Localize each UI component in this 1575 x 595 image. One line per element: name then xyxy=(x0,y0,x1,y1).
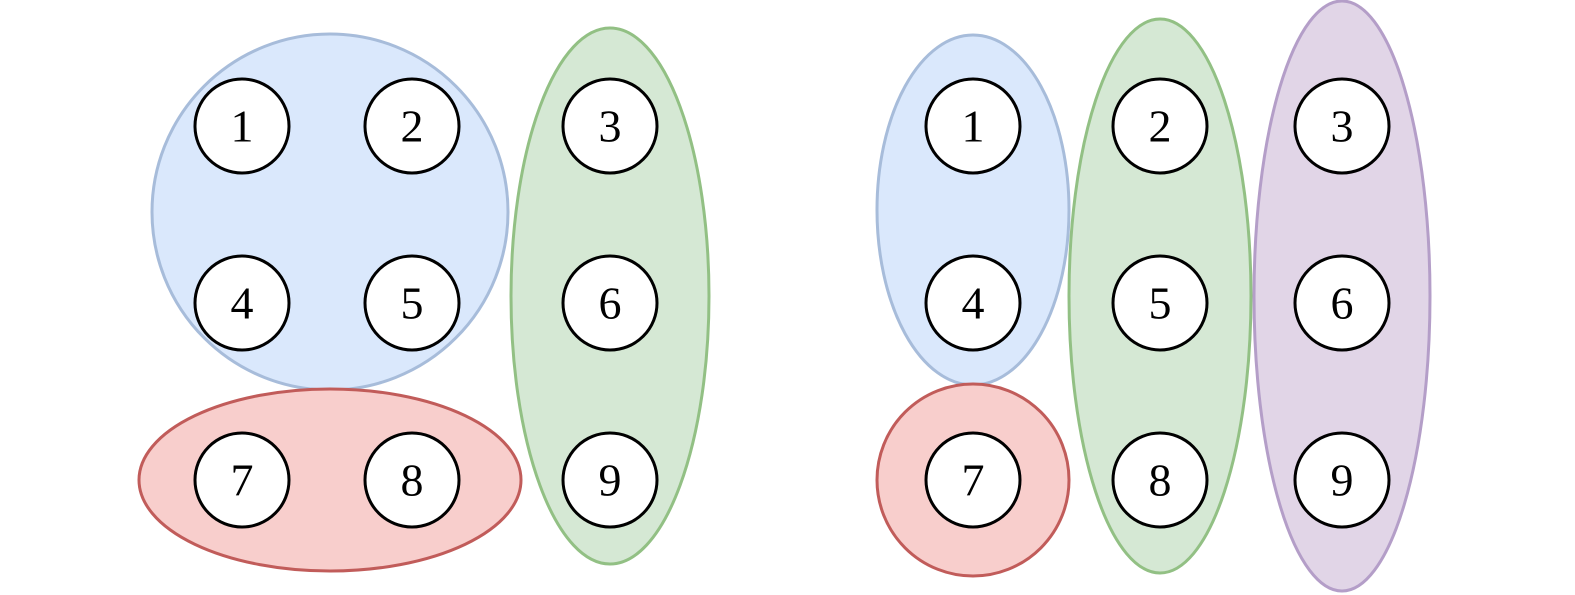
right-node-3: 3 xyxy=(1293,77,1391,175)
right-node-1: 1 xyxy=(924,77,1022,175)
left-group-blue xyxy=(150,32,510,392)
left-node-8: 8 xyxy=(363,431,461,529)
right-node-4: 4 xyxy=(924,254,1022,352)
right-node-5-label: 5 xyxy=(1149,278,1172,329)
right-node-3-label: 3 xyxy=(1331,101,1354,152)
right-node-9-label: 9 xyxy=(1331,455,1354,506)
right-node-5: 5 xyxy=(1111,254,1209,352)
right-node-1-label: 1 xyxy=(962,101,985,152)
right-node-2: 2 xyxy=(1111,77,1209,175)
left-node-8-label: 8 xyxy=(401,455,424,506)
left-node-9: 9 xyxy=(561,431,659,529)
right-node-6-label: 6 xyxy=(1331,278,1354,329)
right-diagram: 1 2 3 4 5 6 7 8 xyxy=(875,0,1432,593)
left-node-1-label: 1 xyxy=(231,101,254,152)
right-node-7: 7 xyxy=(924,431,1022,529)
right-node-7-label: 7 xyxy=(962,455,985,506)
left-node-4: 4 xyxy=(193,254,291,352)
left-node-5: 5 xyxy=(363,254,461,352)
right-node-6: 6 xyxy=(1293,254,1391,352)
right-node-4-label: 4 xyxy=(962,278,985,329)
left-node-6-label: 6 xyxy=(599,278,622,329)
right-node-8-label: 8 xyxy=(1149,455,1172,506)
left-node-3: 3 xyxy=(561,77,659,175)
left-node-7-label: 7 xyxy=(231,455,254,506)
right-node-2-label: 2 xyxy=(1149,101,1172,152)
left-diagram: 1 2 3 4 5 6 7 8 xyxy=(137,26,711,573)
left-node-7: 7 xyxy=(193,431,291,529)
left-node-4-label: 4 xyxy=(231,278,254,329)
left-node-3-label: 3 xyxy=(599,101,622,152)
left-node-9-label: 9 xyxy=(599,455,622,506)
left-node-2: 2 xyxy=(363,77,461,175)
right-node-8: 8 xyxy=(1111,431,1209,529)
left-node-6: 6 xyxy=(561,254,659,352)
left-node-1: 1 xyxy=(193,77,291,175)
left-node-5-label: 5 xyxy=(401,278,424,329)
right-node-9: 9 xyxy=(1293,431,1391,529)
left-node-2-label: 2 xyxy=(401,101,424,152)
